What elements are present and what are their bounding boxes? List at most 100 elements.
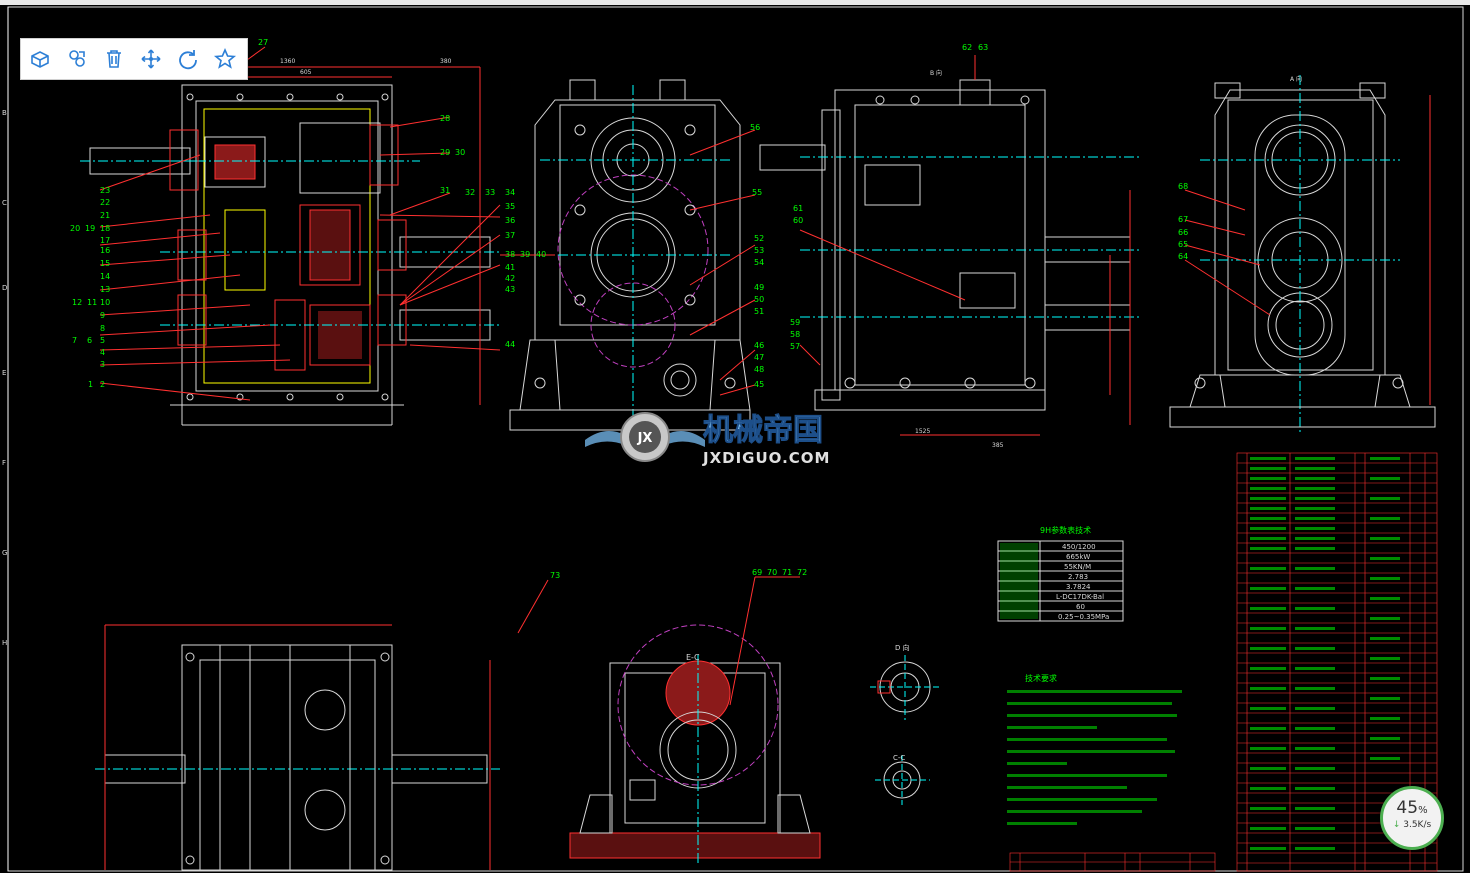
- main-section-view: 27: [80, 38, 501, 426]
- svg-text:48: 48: [754, 365, 764, 374]
- svg-text:68: 68: [1178, 182, 1188, 191]
- svg-text:17: 17: [100, 236, 110, 245]
- svg-text:61: 61: [793, 204, 803, 213]
- svg-text:C: C: [2, 199, 7, 207]
- part-number-labels: 23 22 21 20 19 18 17 16 15 14 13 12 11 1…: [70, 43, 1188, 580]
- svg-text:15: 15: [100, 259, 110, 268]
- svg-text:13: 13: [100, 285, 110, 294]
- svg-text:73: 73: [550, 571, 560, 580]
- svg-text:35: 35: [505, 202, 515, 211]
- svg-text:22: 22: [100, 198, 110, 207]
- svg-text:36: 36: [505, 216, 515, 225]
- svg-text:64: 64: [1178, 252, 1188, 261]
- svg-text:0.25~0.35MPa: 0.25~0.35MPa: [1058, 613, 1109, 621]
- svg-text:65: 65: [1178, 240, 1188, 249]
- svg-text:F: F: [2, 459, 6, 467]
- svg-text:62: 62: [962, 43, 972, 52]
- svg-text:55KN/M: 55KN/M: [1064, 563, 1091, 571]
- svg-text:11: 11: [87, 298, 97, 307]
- svg-text:1: 1: [88, 380, 93, 389]
- end-view: [1169, 75, 1436, 435]
- svg-text:5: 5: [100, 336, 105, 345]
- svg-text:46: 46: [754, 341, 764, 350]
- parts-list-table: [1236, 452, 1438, 872]
- delete-icon: [106, 50, 121, 68]
- svg-text:60: 60: [793, 216, 803, 225]
- svg-text:41: 41: [505, 263, 515, 272]
- viewer-toolbar: [20, 38, 248, 80]
- svg-text:665kW: 665kW: [1066, 553, 1090, 561]
- svg-text:H: H: [2, 639, 7, 647]
- svg-text:9H参数表技术: 9H参数表技术: [1040, 525, 1091, 535]
- network-speed: ↓ 3.5K/s: [1392, 820, 1432, 830]
- delete-button[interactable]: [95, 39, 132, 79]
- watermark-domain: JXDIGUO.COM: [702, 449, 830, 467]
- svg-text:G: G: [2, 549, 7, 557]
- svg-text:7: 7: [72, 336, 77, 345]
- svg-text:52: 52: [754, 234, 764, 243]
- svg-text:B: B: [2, 109, 7, 117]
- svg-text:63: 63: [978, 43, 988, 52]
- svg-text:51: 51: [754, 307, 764, 316]
- rotate-button[interactable]: [169, 39, 206, 79]
- 3d-view-icon: [30, 51, 49, 68]
- svg-text:D 向: D 向: [895, 643, 910, 652]
- rotate-icon: [178, 50, 197, 70]
- svg-text:56: 56: [750, 123, 760, 132]
- network-percent: 45%: [1396, 798, 1428, 818]
- window-top-strip: [0, 0, 1470, 5]
- detail-views: D 向 C-C: [870, 643, 940, 805]
- svg-text:18: 18: [100, 224, 110, 233]
- layers-icon: [68, 50, 85, 67]
- svg-text:JX: JX: [637, 431, 653, 446]
- frame-zone-labels: B C D E F G H: [2, 109, 7, 647]
- svg-text:49: 49: [754, 283, 764, 292]
- svg-text:27: 27: [258, 38, 268, 47]
- svg-text:C-C: C-C: [893, 754, 905, 762]
- svg-text:A 向: A 向: [1290, 75, 1302, 83]
- svg-text:3.7824: 3.7824: [1066, 583, 1091, 591]
- svg-text:54: 54: [754, 258, 764, 267]
- svg-text:42: 42: [505, 274, 515, 283]
- move-button[interactable]: [132, 39, 169, 79]
- svg-text:2.783: 2.783: [1068, 573, 1088, 581]
- watermark-brand: 机械帝国: [703, 413, 823, 448]
- svg-text:380: 380: [440, 58, 452, 65]
- svg-text:55: 55: [752, 188, 762, 197]
- layers-button[interactable]: [58, 39, 95, 79]
- svg-text:385: 385: [992, 442, 1004, 449]
- svg-text:9: 9: [100, 311, 105, 320]
- svg-text:20: 20: [70, 224, 80, 233]
- svg-text:53: 53: [754, 246, 764, 255]
- svg-text:450/1200: 450/1200: [1062, 543, 1096, 551]
- svg-text:59: 59: [790, 318, 800, 327]
- download-arrow-icon: ↓: [1392, 820, 1401, 830]
- dimension-labels: 1360 605 380 1525 385 B 向 A 向: [280, 58, 1302, 449]
- technical-notes: 技术要求: [1007, 673, 1182, 825]
- svg-text:71: 71: [782, 568, 792, 577]
- svg-text:44: 44: [505, 340, 515, 349]
- svg-text:45: 45: [754, 380, 764, 389]
- svg-text:37: 37: [505, 231, 515, 240]
- svg-text:39: 39: [520, 250, 530, 259]
- site-watermark: JX 机械帝国 JXDIGUO.COM: [585, 405, 885, 470]
- cad-drawing-canvas[interactable]: 27: [0, 5, 1470, 873]
- svg-text:69: 69: [752, 568, 762, 577]
- move-icon: [140, 49, 161, 69]
- gear-logo-icon: JX: [585, 412, 705, 462]
- title-block: [1009, 852, 1216, 872]
- side-view: [759, 55, 1140, 436]
- svg-text:12: 12: [72, 298, 82, 307]
- svg-text:1360: 1360: [280, 58, 295, 65]
- favorite-button[interactable]: [206, 39, 243, 79]
- network-speed-widget[interactable]: 45% ↓ 3.5K/s: [1380, 786, 1444, 850]
- svg-text:57: 57: [790, 342, 800, 351]
- svg-text:32: 32: [465, 188, 475, 197]
- svg-text:2: 2: [100, 380, 105, 389]
- svg-text:70: 70: [767, 568, 777, 577]
- svg-text:47: 47: [754, 353, 764, 362]
- svg-text:31: 31: [440, 186, 450, 195]
- svg-text:33: 33: [485, 188, 495, 197]
- 3d-view-button[interactable]: [21, 39, 58, 79]
- parameter-table: 9H参数表技术 450/1200 665kW 55KN/M 2.783 3.78…: [997, 525, 1124, 622]
